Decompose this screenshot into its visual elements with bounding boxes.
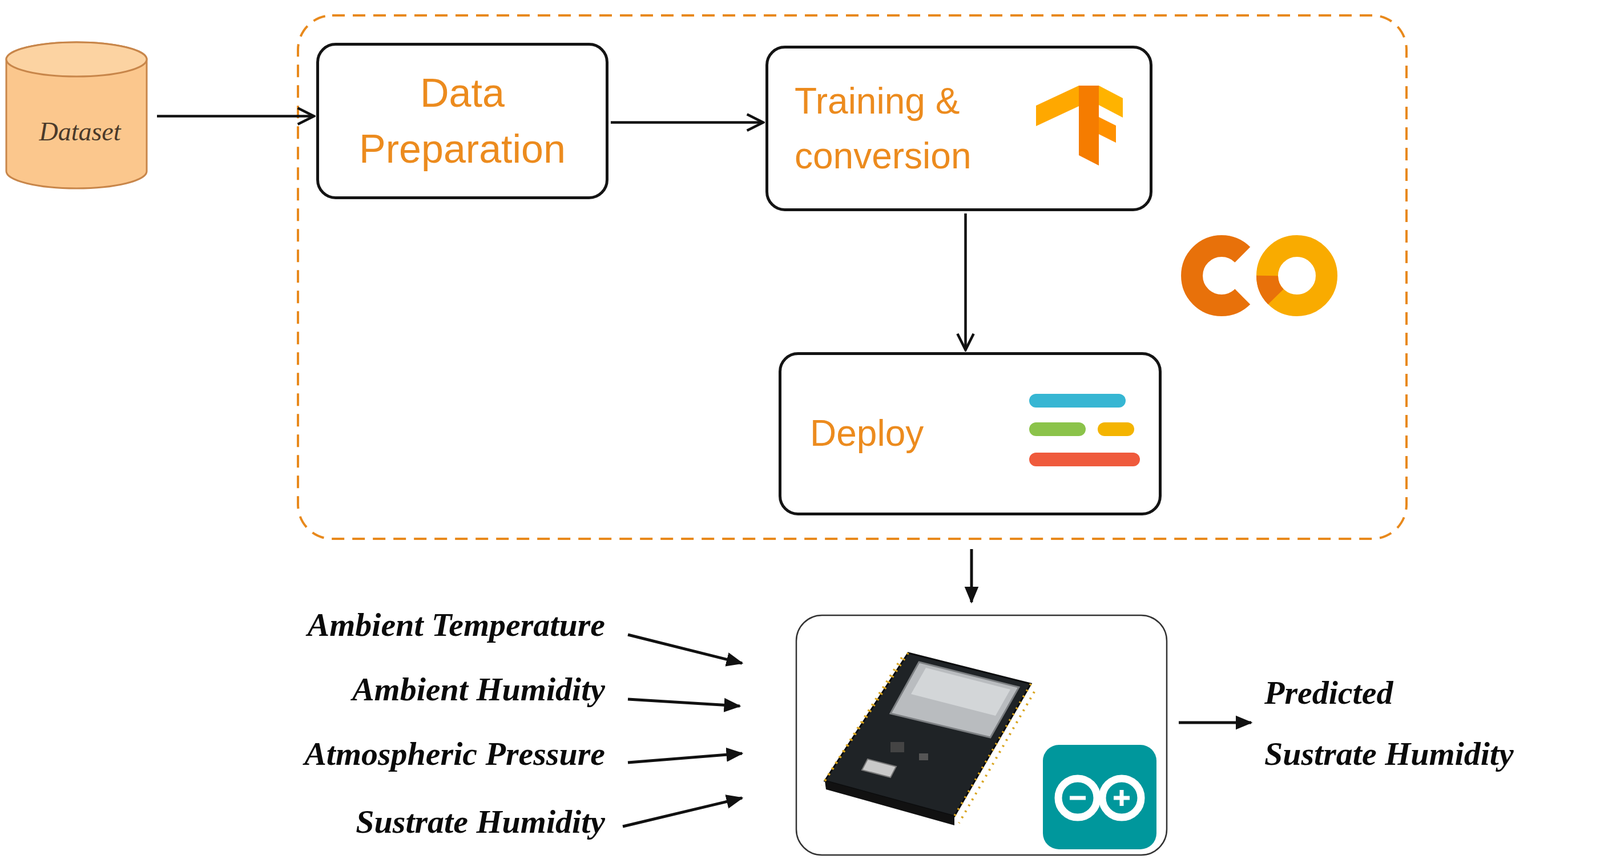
usb-port bbox=[861, 759, 897, 778]
input-arrow bbox=[627, 699, 740, 707]
label-line: Predicted bbox=[1264, 674, 1393, 712]
database-cylinder: Dataset bbox=[5, 41, 155, 190]
logo-ring bbox=[1267, 275, 1276, 297]
node-text: Training & conversion bbox=[794, 73, 1019, 184]
cylinder-top bbox=[6, 42, 147, 77]
esp32-board bbox=[821, 653, 1035, 826]
chip bbox=[890, 742, 905, 753]
node-text: Data Preparation bbox=[336, 65, 589, 177]
logo-block bbox=[1098, 85, 1123, 118]
label-line: Sustrate Humidity bbox=[1264, 723, 1514, 785]
input-arrow bbox=[627, 753, 743, 763]
cylinder-shape bbox=[5, 41, 148, 190]
logo-bar bbox=[1036, 422, 1079, 437]
process-box: Deploy bbox=[778, 352, 1162, 516]
logo-block bbox=[1078, 85, 1099, 166]
logo-bar bbox=[1104, 422, 1128, 437]
logo-ring bbox=[1267, 246, 1327, 306]
sensor-input-label: Sustrate Humidity bbox=[355, 802, 606, 841]
sensor-input-label: Ambient Humidity bbox=[352, 670, 606, 709]
logo-tile bbox=[1042, 744, 1157, 850]
logo-bar bbox=[1036, 393, 1119, 408]
output-label: Predicted Sustrate Humidity bbox=[1264, 662, 1514, 785]
logo-loop bbox=[1058, 778, 1098, 818]
flow-arrow bbox=[964, 213, 967, 350]
logo-block bbox=[1036, 85, 1079, 127]
logo-ring bbox=[1191, 246, 1243, 306]
button bbox=[919, 753, 929, 761]
logo-block bbox=[1098, 117, 1116, 143]
wifi-module bbox=[890, 662, 1019, 738]
node-text: Dataset bbox=[10, 115, 149, 148]
input-arrows bbox=[622, 634, 743, 827]
arduino-logo bbox=[1042, 744, 1157, 850]
logo-loop bbox=[1102, 778, 1142, 818]
pipeline-region bbox=[297, 15, 1407, 539]
logo-bar bbox=[1036, 452, 1134, 467]
input-arrow bbox=[622, 798, 743, 827]
process-box: Training & conversion bbox=[765, 45, 1153, 212]
logo-minus bbox=[1069, 796, 1086, 801]
tensorflow-logo bbox=[1036, 85, 1123, 166]
logo-plus bbox=[1119, 790, 1124, 806]
input-arrow bbox=[627, 634, 743, 664]
device-frame bbox=[796, 615, 1167, 856]
flow-arrow bbox=[156, 114, 314, 118]
board-edge bbox=[824, 780, 955, 826]
deploy-logo bbox=[1036, 400, 1134, 460]
cylinder-body bbox=[6, 42, 147, 189]
flow-arrow bbox=[610, 121, 764, 124]
output-arrow bbox=[1178, 721, 1252, 725]
node-text: Deploy bbox=[809, 409, 1016, 458]
process-box: Data Preparation bbox=[316, 42, 609, 200]
pin-header bbox=[821, 653, 1035, 824]
deploy-arrow bbox=[970, 549, 974, 603]
colab-logo bbox=[1191, 246, 1327, 306]
module-shield bbox=[911, 667, 1011, 716]
sensor-input-label: Ambient Temperature bbox=[307, 605, 606, 644]
sensor-input-label: Atmospheric Pressure bbox=[304, 734, 606, 773]
